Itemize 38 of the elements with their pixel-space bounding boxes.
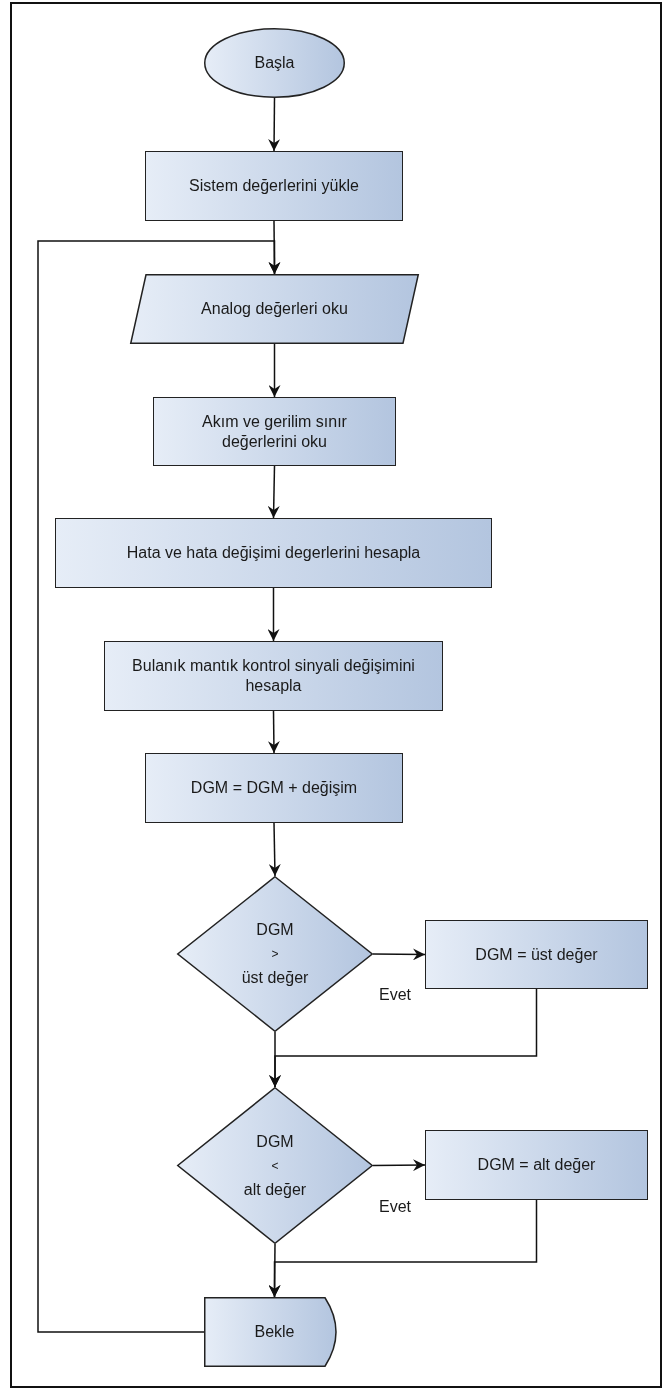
arrow <box>268 1199 538 1298</box>
node-label: Bekle <box>254 1322 295 1342</box>
node-label: Başla <box>254 53 295 73</box>
condition-text: < <box>271 1157 279 1175</box>
decision-diamond <box>177 1087 373 1244</box>
decision-diamond <box>177 876 373 1032</box>
arrow <box>269 988 538 1088</box>
input-parallelogram <box>130 274 419 344</box>
condition-text: DGM <box>256 1131 294 1152</box>
arrow <box>267 710 280 754</box>
arrow <box>267 587 280 642</box>
arrow <box>372 948 426 961</box>
node-label: Akım ve gerilim sınır değerlerini oku <box>201 411 348 452</box>
process-box <box>145 151 403 221</box>
node-label: Analog değerleri oku <box>201 299 348 319</box>
process-box <box>145 753 403 823</box>
node-label: DGM = DGM + değişim <box>190 778 358 798</box>
condition-text: > <box>271 946 279 963</box>
node-label: DGM = üst değer <box>475 944 598 965</box>
process-box <box>55 518 492 588</box>
process-box <box>104 641 443 711</box>
node-label: Sistem değerlerini yükle <box>189 176 359 196</box>
node-label: DGM = alt değer <box>477 1155 596 1175</box>
start-ellipse <box>204 28 345 98</box>
condition-text: üst değer <box>241 968 309 988</box>
arrow <box>372 1159 426 1172</box>
node-label: Bulanık mantık kontrol sinyali değişimini hesapla <box>131 656 416 696</box>
condition-text: alt değer <box>243 1179 307 1200</box>
process-box <box>425 920 648 989</box>
arrow <box>268 343 281 398</box>
arrow <box>37 240 281 1333</box>
arrow <box>268 97 281 152</box>
arrow <box>267 465 280 519</box>
node-label: Hata ve hata değişimi degerlerini hesapla <box>126 543 421 563</box>
arrow <box>268 822 281 877</box>
process-box <box>425 1130 648 1200</box>
condition-text: DGM <box>256 920 294 940</box>
process-box <box>153 397 396 466</box>
